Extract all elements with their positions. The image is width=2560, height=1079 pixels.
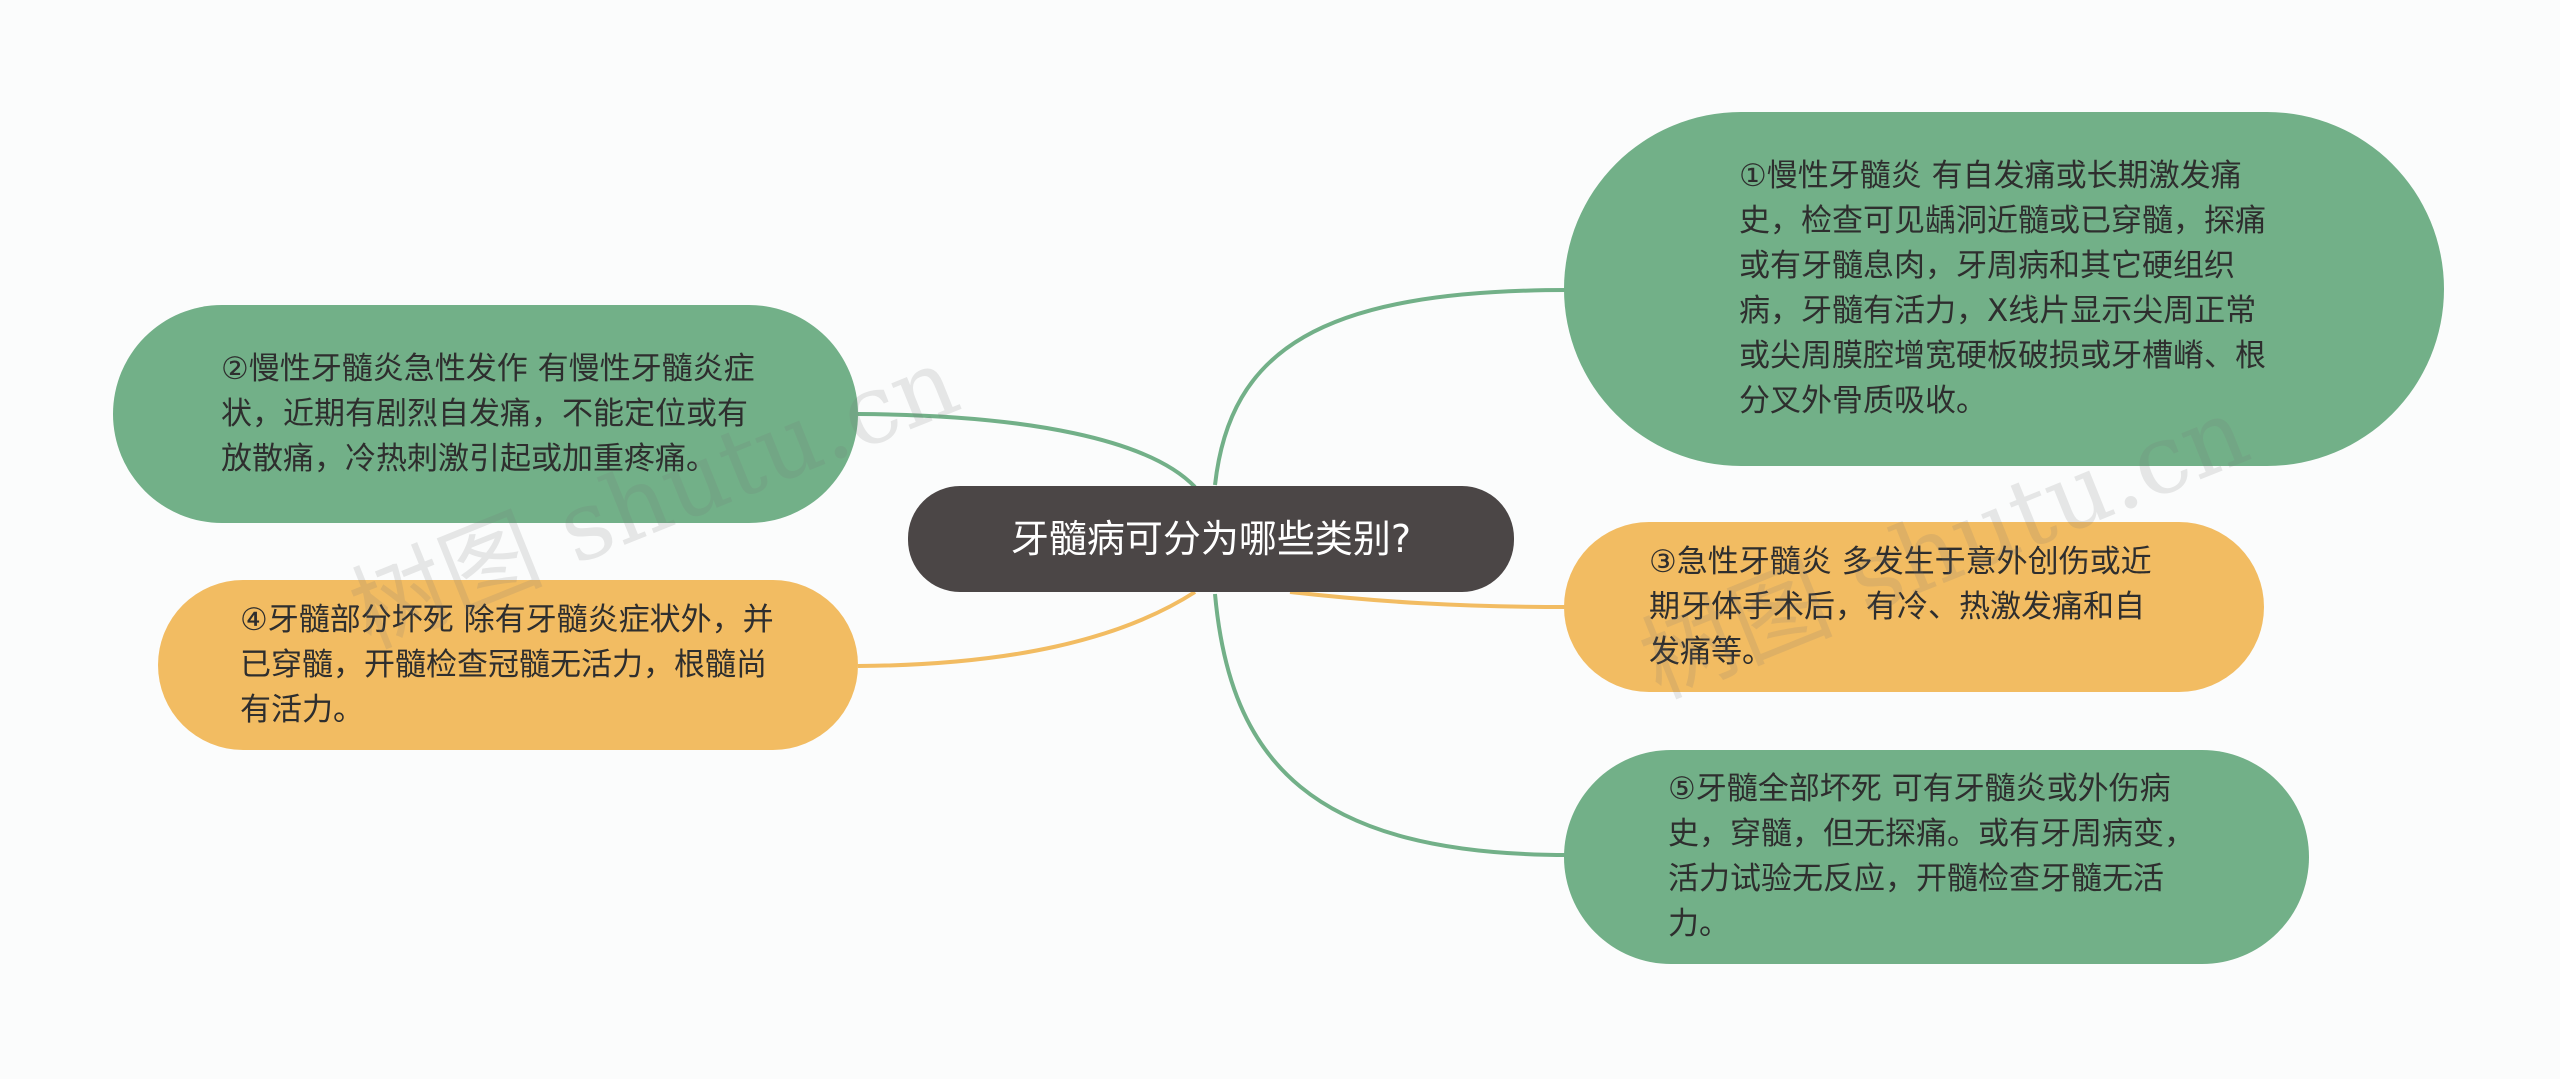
- connector-b2: [857, 412, 1197, 489]
- branch-node-1-label: ①慢性牙髓炎 有自发痛或长期激发痛史，检查可见龋洞近髓或已穿髓，探痛或有牙髓息肉…: [1739, 158, 2266, 419]
- center-topic-label: 牙髓病可分为哪些类别?: [1010, 516, 1412, 561]
- branch-node-4[interactable]: ④牙髓部分坏死 除有牙髓炎症状外，并已穿髓，开髓检查冠髓无活力，根髓尚有活力。: [158, 580, 858, 750]
- branch-node-4-label: ④牙髓部分坏死 除有牙髓炎症状外，并已穿髓，开髓检查冠髓无活力，根髓尚有活力。: [240, 601, 774, 728]
- connector-b4: [857, 590, 1197, 668]
- center-topic[interactable]: 牙髓病可分为哪些类别?: [908, 486, 1514, 592]
- connector-b5: [1213, 593, 1569, 857]
- branch-node-2[interactable]: ②慢性牙髓炎急性发作 有慢性牙髓炎症状，近期有剧烈自发痛，不能定位或有放散痛，冷…: [113, 305, 858, 523]
- branch-node-5-label: ⑤牙髓全部坏死 可有牙髓炎或外伤病史，穿髓，但无探痛。或有牙周病变，活力试验无反…: [1668, 771, 2195, 942]
- connector-b3: [1289, 590, 1569, 609]
- branch-node-1[interactable]: ①慢性牙髓炎 有自发痛或长期激发痛史，检查可见龋洞近髓或已穿髓，探痛或有牙髓息肉…: [1564, 112, 2444, 466]
- branch-node-5[interactable]: ⑤牙髓全部坏死 可有牙髓炎或外伤病史，穿髓，但无探痛。或有牙周病变，活力试验无反…: [1564, 750, 2309, 964]
- branch-node-3[interactable]: ③急性牙髓炎 多发生于意外创伤或近期牙体手术后，有冷、热激发痛和自发痛等。: [1564, 522, 2264, 692]
- branch-node-3-label: ③急性牙髓炎 多发生于意外创伤或近期牙体手术后，有冷、热激发痛和自发痛等。: [1649, 543, 2152, 670]
- branch-node-2-label: ②慢性牙髓炎急性发作 有慢性牙髓炎症状，近期有剧烈自发痛，不能定位或有放散痛，冷…: [221, 350, 755, 477]
- connector-b1: [1213, 288, 1569, 486]
